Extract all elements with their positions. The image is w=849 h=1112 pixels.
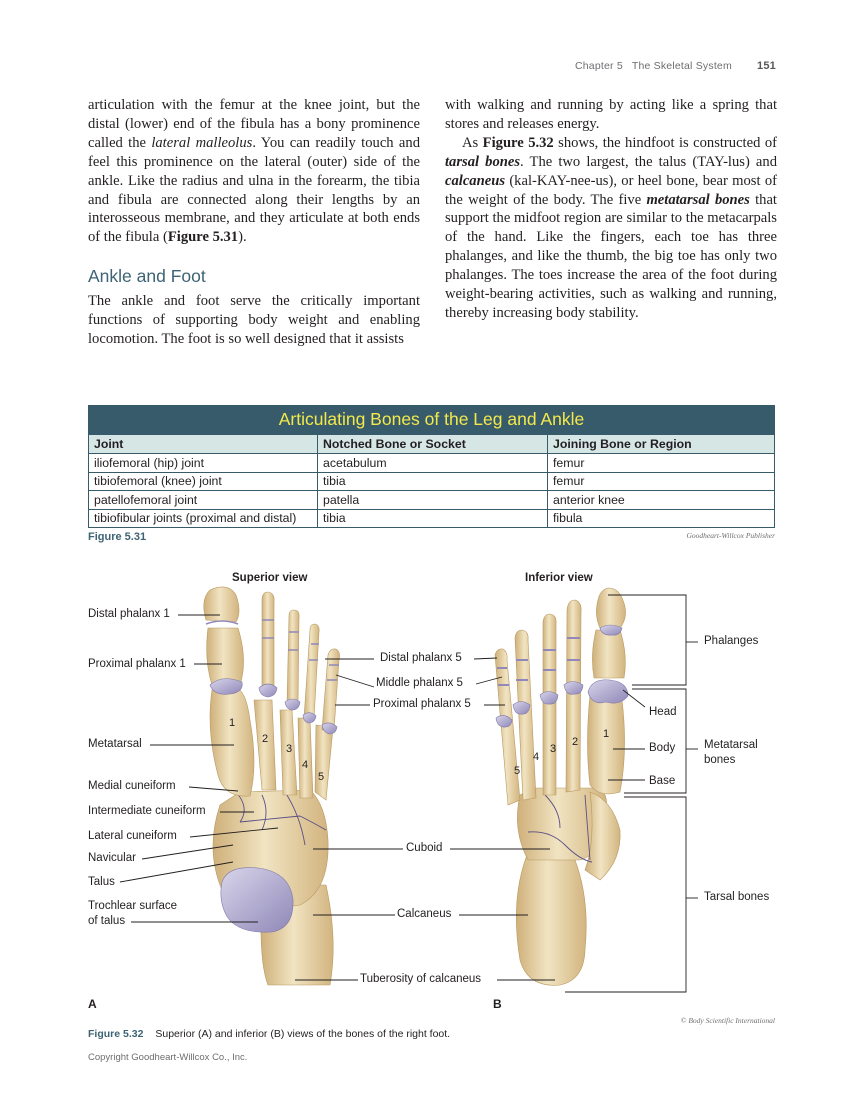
label-tuberosity-of-calcaneus: Tuberosity of calcaneus (360, 973, 482, 985)
table-cell: patella (317, 490, 548, 510)
section-heading: Ankle and Foot (88, 266, 206, 287)
figure-label: Figure 5.32 (88, 1028, 144, 1040)
label-medial-cuneiform: Medial cuneiform (88, 780, 176, 792)
inferior-foot (494, 587, 629, 986)
panel-label-b: B (493, 997, 502, 1011)
label-head: Head (649, 706, 677, 718)
left-column: articulation with the femur at the knee … (88, 96, 420, 349)
label-metatarsal-bones-line1: Metatarsal (704, 739, 758, 751)
paragraph: The ankle and foot serve the critically … (88, 293, 420, 347)
table-cell: tibiofemoral (knee) joint (88, 471, 318, 491)
label-trochlear-surface-line1: Trochlear surface (88, 900, 178, 912)
label-body: Body (649, 742, 676, 754)
figure-label: Figure 5.31 (88, 531, 147, 543)
foot-bones-figure: Superior view Inferior view Distal phala… (0, 560, 849, 1030)
chapter-title: The Skeletal System (631, 60, 732, 72)
paragraph: As Figure 5.32 shows, the hindfoot is co… (445, 134, 777, 321)
table-row: tibiofibular joints (proximal and distal… (88, 508, 775, 528)
label-calcaneus: Calcaneus (397, 908, 452, 920)
metatarsal-number-3: 3 (286, 743, 293, 755)
label-navicular: Navicular (88, 852, 136, 864)
metatarsal-number-1: 1 (229, 717, 236, 729)
figure-credit: © Body Scientific International (680, 1016, 775, 1025)
table-title: Articulating Bones of the Leg and Ankle (88, 405, 775, 434)
superior-foot (203, 586, 340, 986)
paragraph: with walking and running by acting like … (445, 97, 777, 132)
table-cell: fibula (547, 508, 775, 528)
metatarsal-number-3: 3 (550, 743, 557, 755)
column-header: Notched Bone or Socket (317, 434, 548, 454)
page-number: 151 (757, 60, 776, 72)
data-table: Joint Notched Bone or Socket Joining Bon… (88, 434, 775, 528)
table-cell: tibiofibular joints (proximal and distal… (88, 508, 318, 528)
table-credit: Goodheart-Willcox Publisher (686, 531, 775, 540)
table-cell: femur (547, 453, 775, 473)
metatarsal-number-1: 1 (603, 728, 610, 740)
label-intermediate-cuneiform: Intermediate cuneiform (88, 805, 206, 817)
table-header-row: Joint Notched Bone or Socket Joining Bon… (88, 434, 775, 454)
key-term: calcaneus (445, 172, 505, 189)
running-head: Chapter 5 The Skeletal System 151 (575, 60, 776, 72)
metatarsal-number-5: 5 (514, 765, 521, 777)
table-row: iliofemoral (hip) joint acetabulum femur (88, 453, 775, 473)
label-distal-phalanx-1: Distal phalanx 1 (88, 608, 170, 620)
metatarsal-number-5: 5 (318, 771, 325, 783)
label-proximal-phalanx-5: Proximal phalanx 5 (373, 698, 471, 710)
leader-lines (119, 594, 698, 993)
figure-caption: Figure 5.32 Superior (A) and inferior (B… (88, 1028, 450, 1040)
table-cell: tibia (317, 471, 548, 491)
metatarsal-number-4: 4 (302, 759, 309, 771)
table-row: patellofemoral joint patella anterior kn… (88, 490, 775, 510)
table-cell: femur (547, 471, 775, 491)
key-term: metatarsal bones (646, 191, 750, 208)
label-proximal-phalanx-1: Proximal phalanx 1 (88, 658, 186, 670)
label-middle-phalanx-5: Middle phalanx 5 (376, 677, 463, 689)
metatarsal-number-2: 2 (572, 736, 579, 748)
chapter-number: Chapter 5 (574, 60, 623, 72)
label-lateral-cuneiform: Lateral cuneiform (88, 830, 177, 842)
term-lateral-malleolus: lateral malleolus (151, 134, 253, 151)
paragraph: articulation with the femur at the knee … (88, 97, 420, 246)
table-cell: iliofemoral (hip) joint (88, 453, 318, 473)
superior-view-title: Superior view (232, 572, 308, 584)
label-distal-phalanx-5: Distal phalanx 5 (380, 652, 462, 664)
column-header: Joining Bone or Region (547, 434, 775, 454)
label-tarsal-bones: Tarsal bones (704, 891, 770, 903)
right-column: with walking and running by acting like … (445, 96, 777, 323)
table-cell: tibia (317, 508, 548, 528)
label-metatarsal-bones-line2: bones (704, 754, 736, 766)
key-term: tarsal bones (445, 153, 521, 170)
caption-text: Superior (A) and inferior (B) views of t… (155, 1028, 451, 1040)
label-base: Base (649, 775, 676, 787)
label-trochlear-surface-line2: of talus (88, 915, 126, 927)
table-cell: patellofemoral joint (88, 490, 318, 510)
figure-reference[interactable]: Figure 5.31 (167, 229, 239, 246)
table-cell: acetabulum (317, 453, 548, 473)
inferior-view-title: Inferior view (525, 572, 593, 584)
panel-label-a: A (88, 997, 97, 1011)
column-header: Joint (88, 434, 318, 454)
foot-illustration (119, 586, 698, 993)
label-cuboid: Cuboid (406, 842, 443, 854)
metatarsal-number-2: 2 (262, 733, 269, 745)
metatarsal-number-4: 4 (533, 751, 540, 763)
label-talus: Talus (88, 876, 115, 888)
copyright-footer: Copyright Goodheart-Willcox Co., Inc. (88, 1052, 248, 1063)
figure-reference[interactable]: Figure 5.32 (482, 134, 554, 151)
table-cell: anterior knee (547, 490, 775, 510)
table-row: tibiofemoral (knee) joint tibia femur (88, 471, 775, 491)
articulating-bones-table: Articulating Bones of the Leg and Ankle … (88, 405, 775, 543)
label-phalanges: Phalanges (704, 635, 759, 647)
table-caption: Figure 5.31 Goodheart-Willcox Publisher (88, 531, 775, 543)
label-metatarsal: Metatarsal (88, 738, 142, 750)
